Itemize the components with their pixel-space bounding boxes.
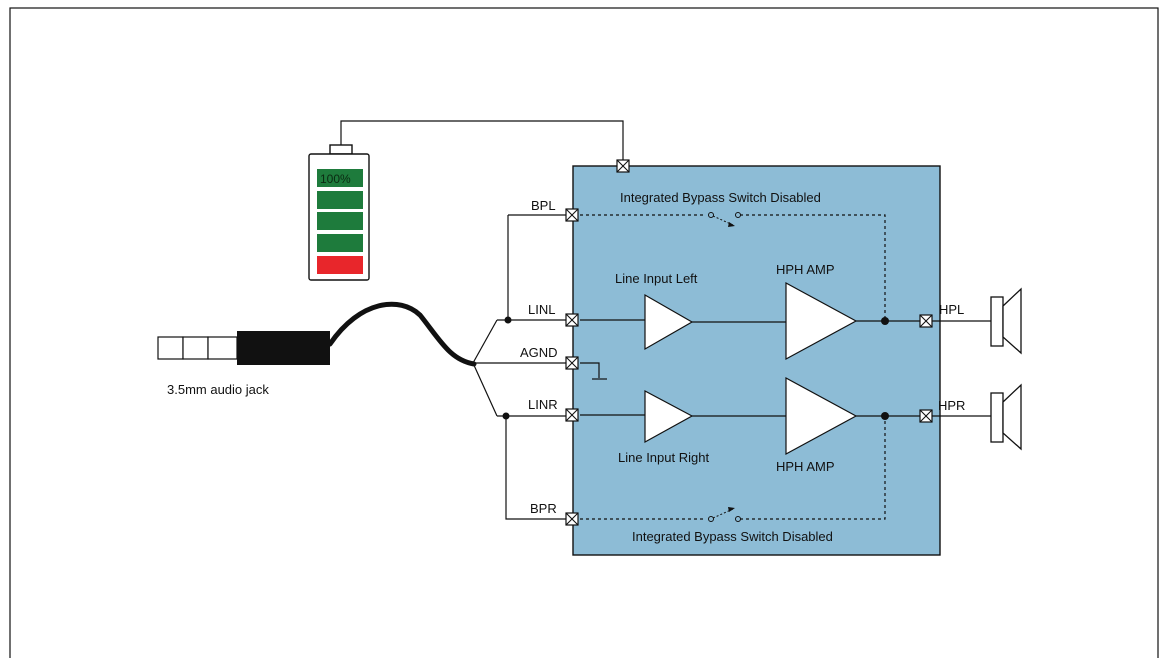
battery-cell-3 (317, 212, 363, 230)
linl-junction-dot (504, 316, 512, 324)
pin-label-agnd: AGND (520, 345, 558, 360)
jack-fan-linr (472, 362, 498, 417)
pin-label-linl: LINL (528, 302, 555, 317)
pin-box-hpr (919, 409, 933, 423)
bypass-bottom-dash-right (740, 419, 886, 520)
pin-box-agnd (565, 356, 579, 370)
battery-icon (308, 144, 370, 281)
pin-box-bpl (565, 208, 579, 222)
pin-label-linr: LINR (528, 397, 558, 412)
battery-cell-5 (317, 256, 363, 274)
battery-level-label: 100% (320, 172, 351, 186)
bypass-top-switch (708, 212, 741, 227)
audio-jack-icon (157, 301, 477, 367)
speaker-icon (990, 383, 1022, 451)
battery-cell-4 (317, 234, 363, 252)
chip-body (572, 165, 941, 556)
line-input-left-label: Line Input Left (615, 271, 698, 286)
battery-supply-wire (340, 120, 624, 160)
linr-to-bpr-wire (505, 416, 566, 520)
pin-label-bpl: BPL (531, 198, 556, 213)
line-input-right-label: Line Input Right (618, 450, 709, 465)
bypass-top-dash-right (740, 214, 886, 318)
speaker-icon (990, 287, 1022, 355)
audio-jack-label: 3.5mm audio jack (167, 382, 269, 397)
hpl-junction-dot (881, 317, 889, 325)
diagram-frame (9, 7, 1159, 658)
pin-box-bpr (565, 512, 579, 526)
linr-junction-dot (502, 412, 510, 420)
pin-label-bpr: BPR (530, 501, 557, 516)
pin-label-hpr: HPR (938, 398, 965, 413)
pin-box-linl (565, 313, 579, 327)
hph-amp-left (785, 281, 858, 361)
hph-amp-top-label: HPH AMP (776, 262, 835, 277)
line-input-right-buffer (644, 390, 694, 444)
bypass-top-label: Integrated Bypass Switch Disabled (620, 190, 821, 205)
hph-amp-right (785, 376, 858, 456)
pin-label-hpl: HPL (939, 302, 964, 317)
line-input-left-buffer (644, 293, 694, 351)
hph-amp-bottom-label: HPH AMP (776, 459, 835, 474)
pin-box-supply (616, 159, 630, 173)
agnd-wire (580, 362, 600, 378)
hpr-junction-dot (881, 412, 889, 420)
jack-fan-linl (472, 319, 498, 364)
battery-cell-1 (317, 169, 363, 187)
pin-box-linr (565, 408, 579, 422)
bypass-bottom-switch (708, 507, 741, 522)
battery-cell-2 (317, 191, 363, 209)
bypass-bottom-label: Integrated Bypass Switch Disabled (632, 529, 833, 544)
pin-box-hpl (919, 314, 933, 328)
